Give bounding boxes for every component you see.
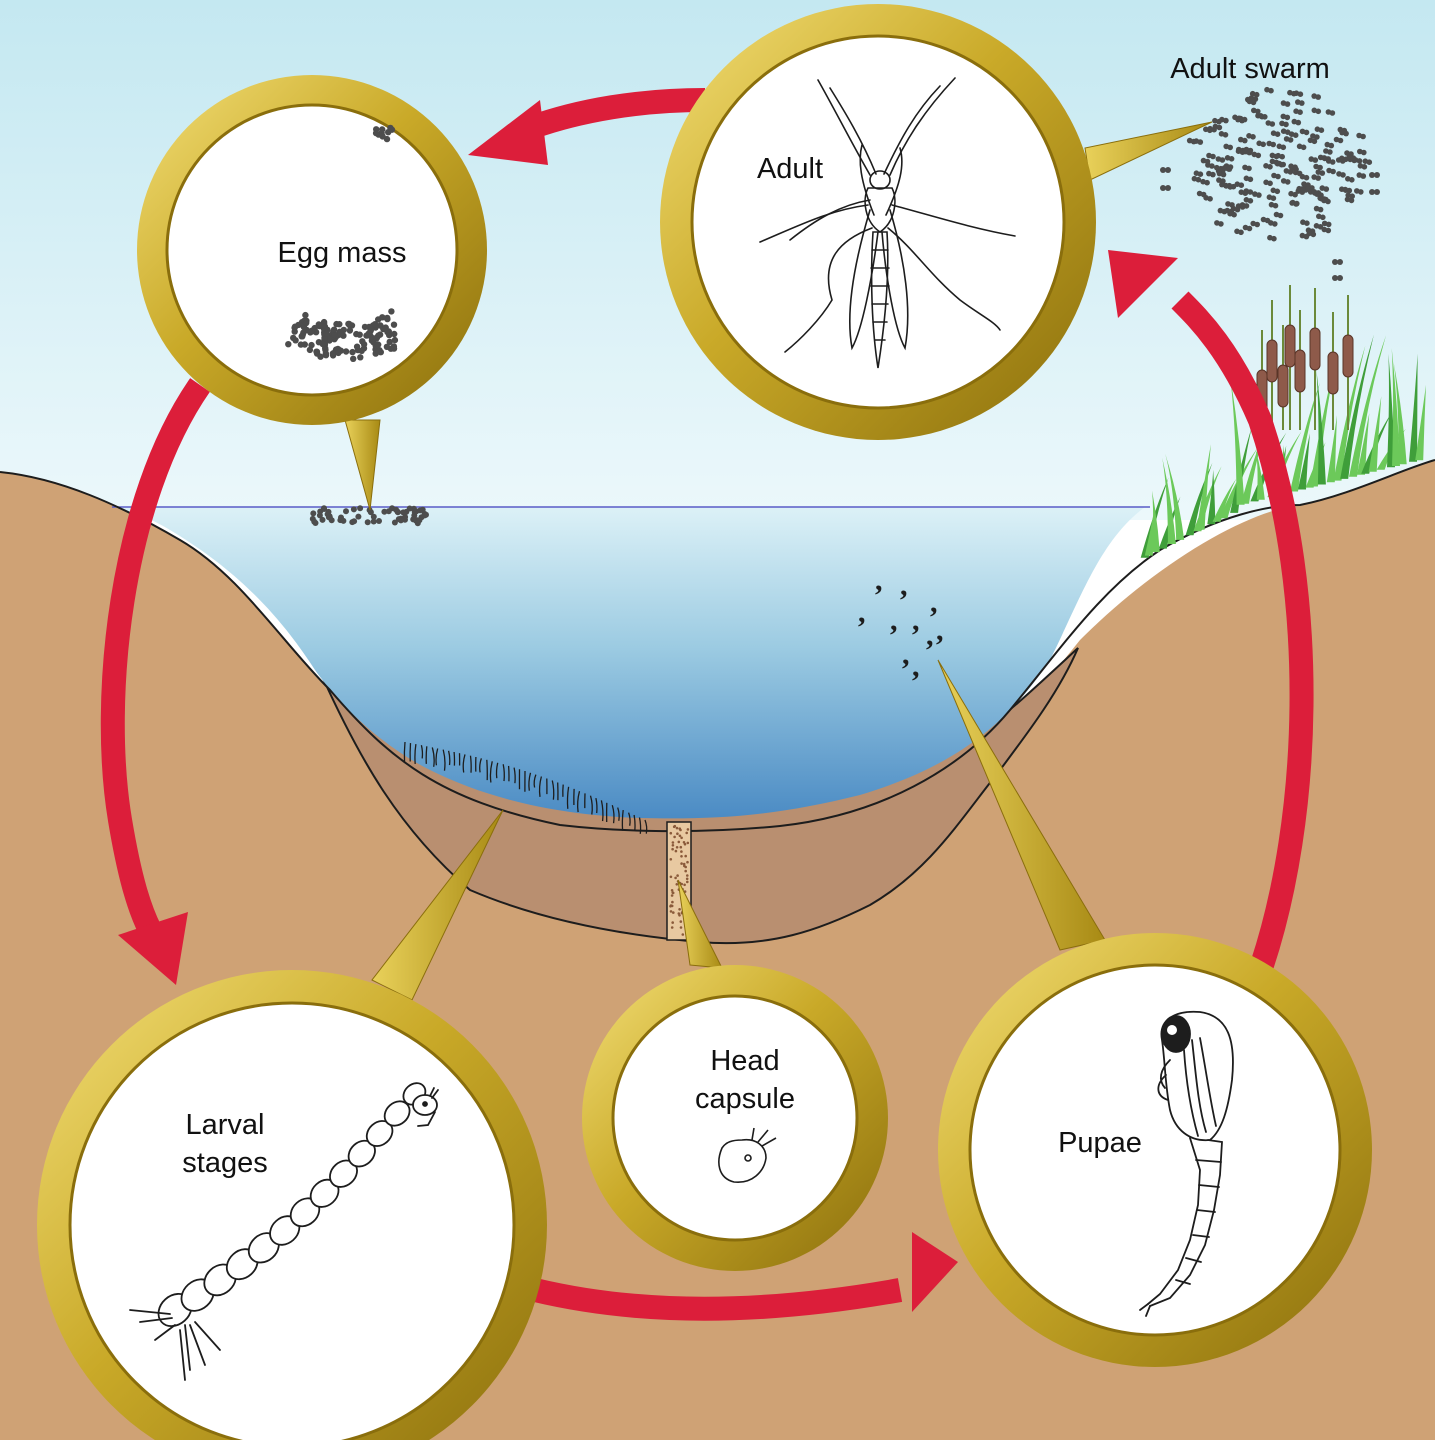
pupae-in-water: ,,,,,,,,,, (858, 564, 944, 683)
pointer-larva (371, 809, 504, 1001)
head-capsule-label-line2: capsule (695, 1083, 795, 1115)
larval-stages-label-line1: Larval (185, 1109, 265, 1141)
arrow-pupa-to-adult (1171, 291, 1314, 969)
arrow-larva-to-pupa (532, 1278, 903, 1321)
pointer-pupae (937, 659, 1106, 951)
arrowhead-larva (118, 912, 188, 985)
adult-midge-icon (759, 77, 1016, 369)
adult-swarm-icon (1160, 86, 1380, 281)
sediment-core-dots (669, 824, 690, 936)
pointers (344, 121, 1213, 1001)
svg-text:,: , (900, 569, 908, 602)
svg-text:,: , (875, 564, 883, 597)
floating-egg-mass (309, 505, 429, 527)
pointer-egg-mass (344, 419, 381, 511)
pointer-head-capsule (677, 879, 723, 969)
pupa-icon (1139, 1010, 1234, 1317)
adult-label: Adult (756, 153, 824, 185)
arrowhead-pupa (912, 1232, 958, 1312)
svg-text:,: , (930, 586, 938, 619)
water (112, 507, 1145, 819)
head-capsule-label-line1: Head (710, 1045, 780, 1077)
pupae-label: Pupae (1058, 1127, 1142, 1159)
arrowhead-adult (1108, 250, 1178, 318)
shore-outline (0, 459, 1435, 833)
egg-mass-icon (285, 124, 399, 362)
arrowheads (118, 100, 1178, 1312)
svg-text:,: , (902, 638, 910, 671)
egg-mass-label: Egg mass (277, 237, 407, 269)
ring-egg-mass (137, 75, 487, 425)
arrow-adult-to-egg (525, 88, 706, 140)
larval-stages-label-line2: stages (182, 1147, 268, 1179)
svg-text:,: , (858, 596, 866, 629)
svg-text:,: , (890, 604, 898, 637)
head-capsule-icon (718, 1127, 777, 1183)
svg-text:,: , (912, 604, 920, 637)
svg-text:,: , (926, 619, 934, 652)
adult-swarm-label: Adult swarm (1170, 53, 1330, 85)
larvae-on-sediment (403, 741, 648, 834)
svg-text:,: , (936, 614, 944, 647)
ring-pupae (938, 933, 1372, 1367)
grass-icon (1140, 334, 1426, 558)
larva-icon (129, 1082, 439, 1381)
svg-text:,: , (912, 650, 920, 683)
ring-adult (660, 4, 1096, 440)
arrow-egg-to-larva (100, 378, 210, 936)
ring-head-capsule (582, 965, 888, 1271)
arrowhead-egg (468, 100, 548, 165)
cycle-arrows (100, 88, 1314, 1321)
